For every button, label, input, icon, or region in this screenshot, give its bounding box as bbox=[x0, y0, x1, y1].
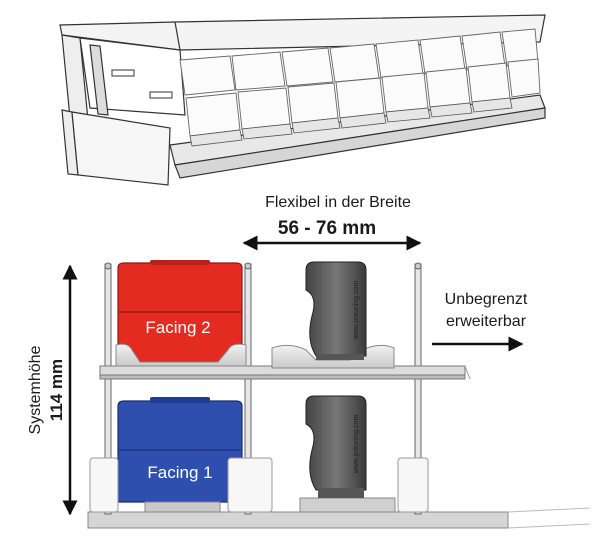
expand-line1: Unbegrenzt bbox=[445, 291, 528, 308]
upper-divider: www.potuning.com bbox=[271, 261, 395, 369]
lower-divider-panel bbox=[305, 395, 367, 491]
facing-2-label: Facing 2 bbox=[145, 318, 210, 337]
facing-1-box bbox=[117, 400, 243, 503]
vertical-posts bbox=[104, 262, 422, 515]
shelf-illustration bbox=[59, 14, 546, 186]
lower-divider: www.potuning.com bbox=[305, 395, 367, 498]
lower-divider-brand: www.potuning.com bbox=[353, 414, 360, 474]
facing-1-package: Facing 1 bbox=[117, 397, 243, 503]
facing-1-label: Facing 1 bbox=[147, 463, 212, 482]
height-value: 114 mm bbox=[47, 359, 66, 421]
bottom-blocks bbox=[89, 457, 429, 513]
width-title: Flexibel in der Breite bbox=[265, 194, 411, 211]
expand-line2: erweiterbar bbox=[446, 313, 527, 330]
upper-divider-panel bbox=[305, 261, 367, 357]
upper-divider-brand: www.potuning.com bbox=[353, 280, 360, 340]
bottom-tray bbox=[144, 497, 396, 513]
height-title: Systemhöhe bbox=[27, 345, 44, 434]
facing-2-package: Facing 2 bbox=[115, 260, 247, 367]
base-board bbox=[87, 507, 591, 529]
width-range: 56 - 76 mm bbox=[278, 218, 376, 239]
